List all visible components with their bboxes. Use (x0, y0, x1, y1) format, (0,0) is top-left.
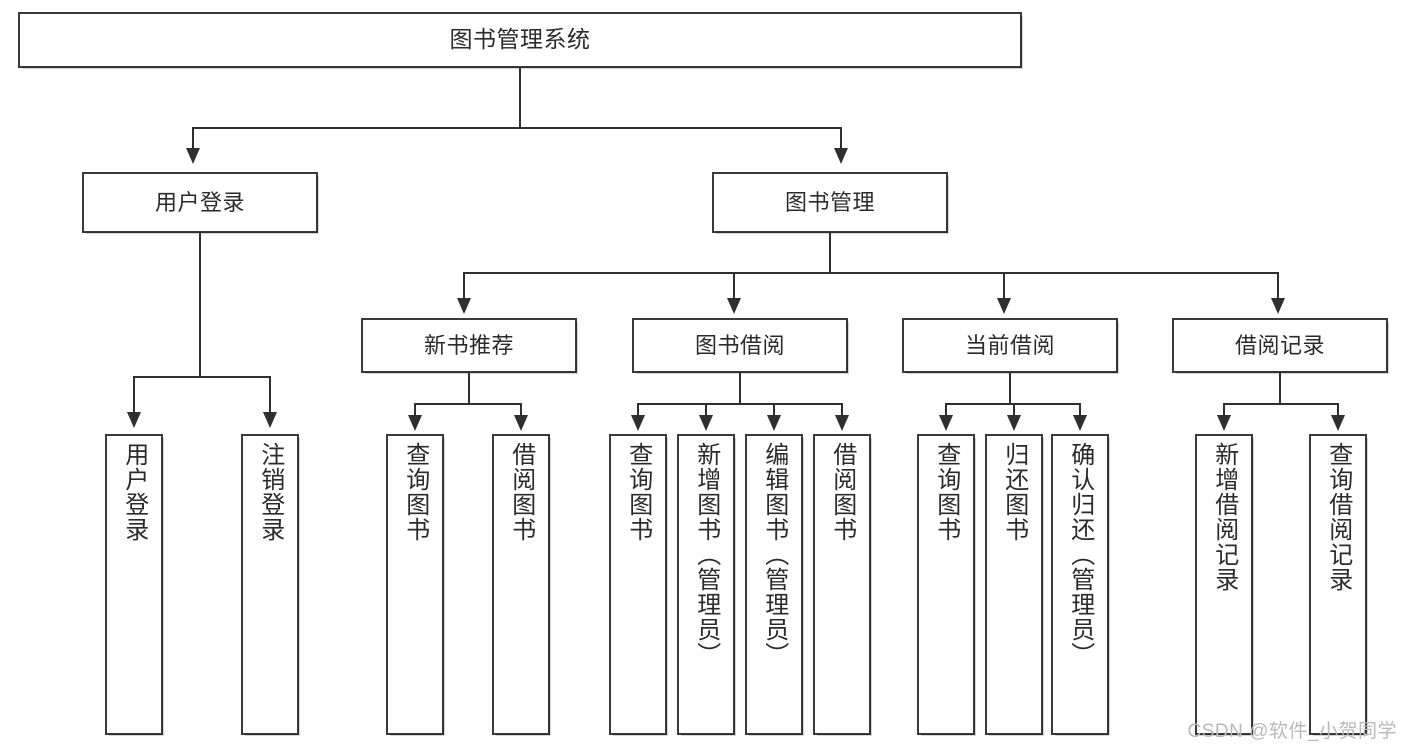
arrow-br-leaf-2 (1331, 415, 1345, 431)
leaf-nbr-borrow-book[interactable]: 借阅图书 (492, 434, 551, 736)
node-label: 图书管理 (784, 189, 875, 215)
arrow-cb-leaf-1 (939, 415, 953, 431)
leaf-logout[interactable]: 注销登录 (241, 434, 300, 736)
node-label: 图书管理系统 (449, 26, 591, 53)
node-label: 借阅图书 (507, 442, 535, 542)
connector-br-stem (1279, 373, 1282, 405)
arrow-cb-leaf-2 (1007, 415, 1021, 431)
arrow-bb-leaf-2 (699, 415, 713, 431)
connector-book-management-bus (463, 272, 1280, 275)
node-root-book-management-system[interactable]: 图书管理系统 (18, 12, 1023, 69)
arrow-to-new-book-recommend (457, 298, 471, 314)
connector-root-leg-right (840, 127, 843, 150)
leaf-bb-edit-book-admin[interactable]: 编辑图书（管理员） (745, 434, 804, 736)
connector-br-bus (1223, 403, 1340, 406)
connector-root-stem (519, 68, 522, 129)
arrow-to-book-borrow (727, 298, 741, 314)
node-label: 查询图书 (401, 442, 429, 542)
node-current-borrow[interactable]: 当前借阅 (902, 318, 1119, 374)
connector-bb-stem (739, 373, 742, 405)
node-label: 查询借阅记录 (1324, 442, 1352, 592)
node-label: 新书推荐 (423, 332, 514, 358)
node-new-book-recommend[interactable]: 新书推荐 (361, 318, 578, 374)
connector-user-login-bus (133, 376, 272, 379)
leaf-cb-return-book[interactable]: 归还图书 (985, 434, 1044, 736)
leaf-bb-borrow-book[interactable]: 借阅图书 (813, 434, 872, 736)
node-book-borrow[interactable]: 图书借阅 (632, 318, 849, 374)
arrow-to-leaf-logout (263, 412, 277, 428)
node-label: 查询图书 (624, 442, 652, 542)
leaf-user-login[interactable]: 用户登录 (105, 434, 164, 736)
node-label: 查询图书 (932, 442, 960, 542)
connector-user-login-stem (199, 233, 202, 378)
leaf-bb-add-book-admin[interactable]: 新增图书（管理员） (677, 434, 736, 736)
connector-nbr-stem (468, 373, 471, 405)
node-book-management[interactable]: 图书管理 (712, 172, 949, 234)
connector-bm-leg-1 (463, 272, 466, 300)
node-borrow-record[interactable]: 借阅记录 (1172, 318, 1389, 374)
node-label: 新增借阅记录 (1210, 442, 1238, 592)
node-label: 借阅图书 (828, 442, 856, 542)
leaf-bb-query-book[interactable]: 查询图书 (609, 434, 668, 736)
connector-bm-leg-2 (733, 272, 736, 300)
connector-user-login-leg-2 (269, 376, 272, 414)
arrow-to-current-borrow (997, 298, 1011, 314)
node-label: 借阅记录 (1234, 332, 1325, 358)
arrow-bb-leaf-1 (631, 415, 645, 431)
arrow-bb-leaf-3 (767, 415, 781, 431)
node-label: 确认归还（管理员） (1066, 442, 1094, 667)
node-label: 当前借阅 (964, 332, 1055, 358)
connector-nbr-bus (414, 403, 523, 406)
arrow-to-user-login (186, 148, 200, 164)
arrow-nbr-leaf-1 (408, 415, 422, 431)
arrow-cb-leaf-3 (1073, 415, 1087, 431)
connector-user-login-leg-1 (133, 376, 136, 414)
node-label: 注销登录 (256, 442, 284, 542)
connector-bm-leg-3 (1003, 272, 1006, 300)
leaf-cb-query-book[interactable]: 查询图书 (917, 434, 976, 736)
leaf-cb-confirm-return-admin[interactable]: 确认归还（管理员） (1051, 434, 1110, 736)
arrow-to-borrow-record (1271, 298, 1285, 314)
csdn-watermark: CSDN @软件_小贺同学 (1187, 721, 1397, 742)
node-label: 图书借阅 (694, 332, 785, 358)
arrow-nbr-leaf-2 (514, 415, 528, 431)
connector-cb-stem (1009, 373, 1012, 405)
arrow-to-leaf-user-login (127, 412, 141, 428)
leaf-nbr-query-book[interactable]: 查询图书 (386, 434, 445, 736)
node-label: 用户登录 (154, 189, 245, 215)
arrow-br-leaf-1 (1217, 415, 1231, 431)
connector-root-leg-left (192, 127, 195, 150)
leaf-br-query-record[interactable]: 查询借阅记录 (1309, 434, 1368, 736)
leaf-br-add-record[interactable]: 新增借阅记录 (1195, 434, 1254, 736)
node-user-login[interactable]: 用户登录 (82, 172, 319, 234)
arrow-bb-leaf-4 (835, 415, 849, 431)
connector-bm-leg-4 (1277, 272, 1280, 300)
connector-root-bus (192, 127, 843, 130)
arrow-to-book-management (834, 148, 848, 164)
node-label: 编辑图书（管理员） (760, 442, 788, 667)
connector-book-management-stem (829, 233, 832, 274)
node-label: 用户登录 (120, 442, 148, 542)
connector-bb-bus (637, 403, 844, 406)
node-label: 归还图书 (1000, 442, 1028, 542)
node-label: 新增图书（管理员） (692, 442, 720, 667)
